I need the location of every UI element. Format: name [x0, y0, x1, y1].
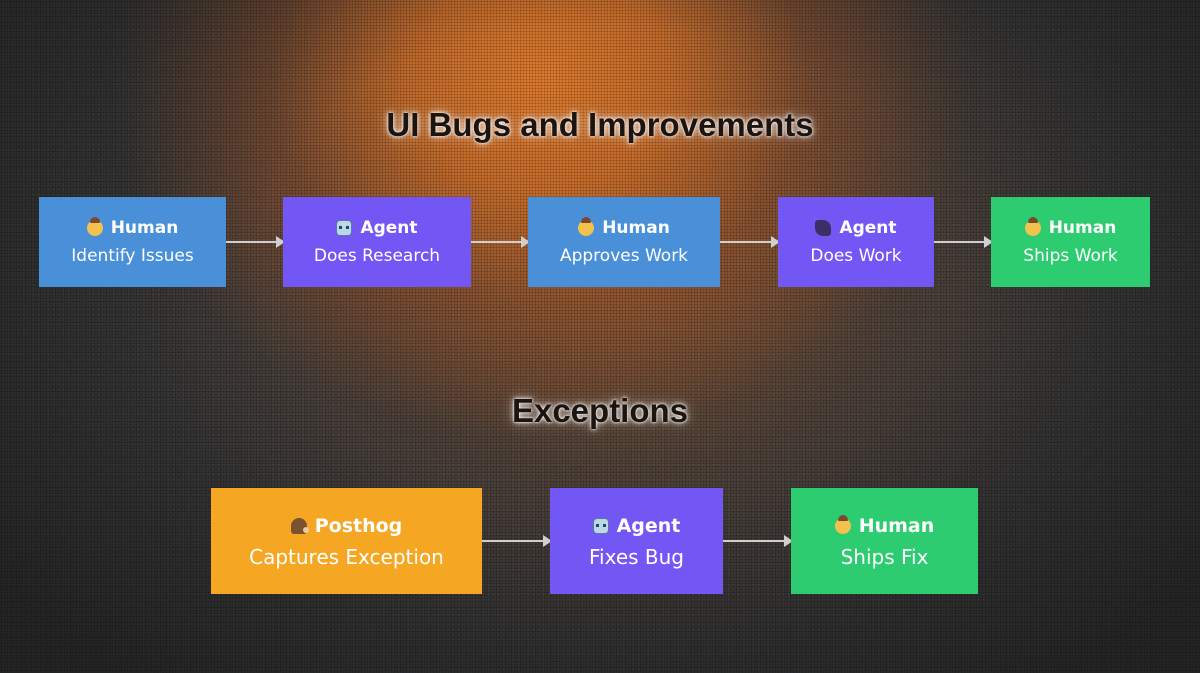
human-icon — [1024, 217, 1041, 236]
flow-arrow — [723, 535, 793, 547]
flow-node-human-ships-work: Human Ships Work — [991, 197, 1150, 287]
node-subtitle: Fixes Bug — [589, 544, 684, 569]
section-title-exceptions: Exceptions — [511, 392, 689, 429]
flow-arrow — [720, 236, 780, 248]
hedgehog-icon — [290, 517, 309, 534]
node-title: Human — [602, 218, 670, 238]
flow-node-agent-fixes-bug: Agent Fixes Bug — [550, 488, 723, 594]
robot-icon — [336, 220, 353, 236]
flow-arrow — [934, 236, 993, 248]
human-icon — [578, 217, 595, 236]
node-title: Human — [858, 514, 935, 537]
node-title: Agent — [360, 218, 418, 238]
node-subtitle: Does Research — [313, 246, 441, 266]
robot-icon — [592, 517, 609, 534]
flow-node-human-ships-fix: Human Ships Fix — [791, 488, 978, 594]
node-title: Human — [1048, 218, 1117, 238]
node-subtitle: Captures Exception — [249, 544, 444, 569]
flow-node-human-identify-issues: Human Identify Issues — [39, 197, 226, 287]
node-title: Human — [110, 218, 179, 238]
node-subtitle: Identify Issues — [71, 246, 194, 266]
section-title-ui-bugs: UI Bugs and Improvements — [386, 106, 814, 143]
human-icon — [834, 514, 851, 534]
flow-node-agent-does-work: Agent Does Work — [778, 197, 934, 287]
node-subtitle: Does Work — [810, 246, 902, 266]
flow-node-human-approves-work: Human Approves Work — [528, 197, 720, 287]
node-title: Agent — [839, 218, 897, 238]
flow-arrow — [226, 236, 285, 248]
flow-node-agent-does-research: Agent Does Research — [283, 197, 471, 287]
node-title: Agent — [616, 514, 681, 537]
node-title: Posthog — [314, 514, 403, 537]
flexed-arm-icon — [815, 220, 832, 236]
human-icon — [86, 217, 103, 236]
flow-arrow — [471, 236, 530, 248]
node-subtitle: Ships Fix — [840, 544, 929, 569]
flow-arrow — [482, 535, 552, 547]
node-subtitle: Approves Work — [559, 246, 689, 266]
node-subtitle: Ships Work — [1023, 246, 1118, 266]
flow-node-posthog-captures-exception: Posthog Captures Exception — [211, 488, 482, 594]
